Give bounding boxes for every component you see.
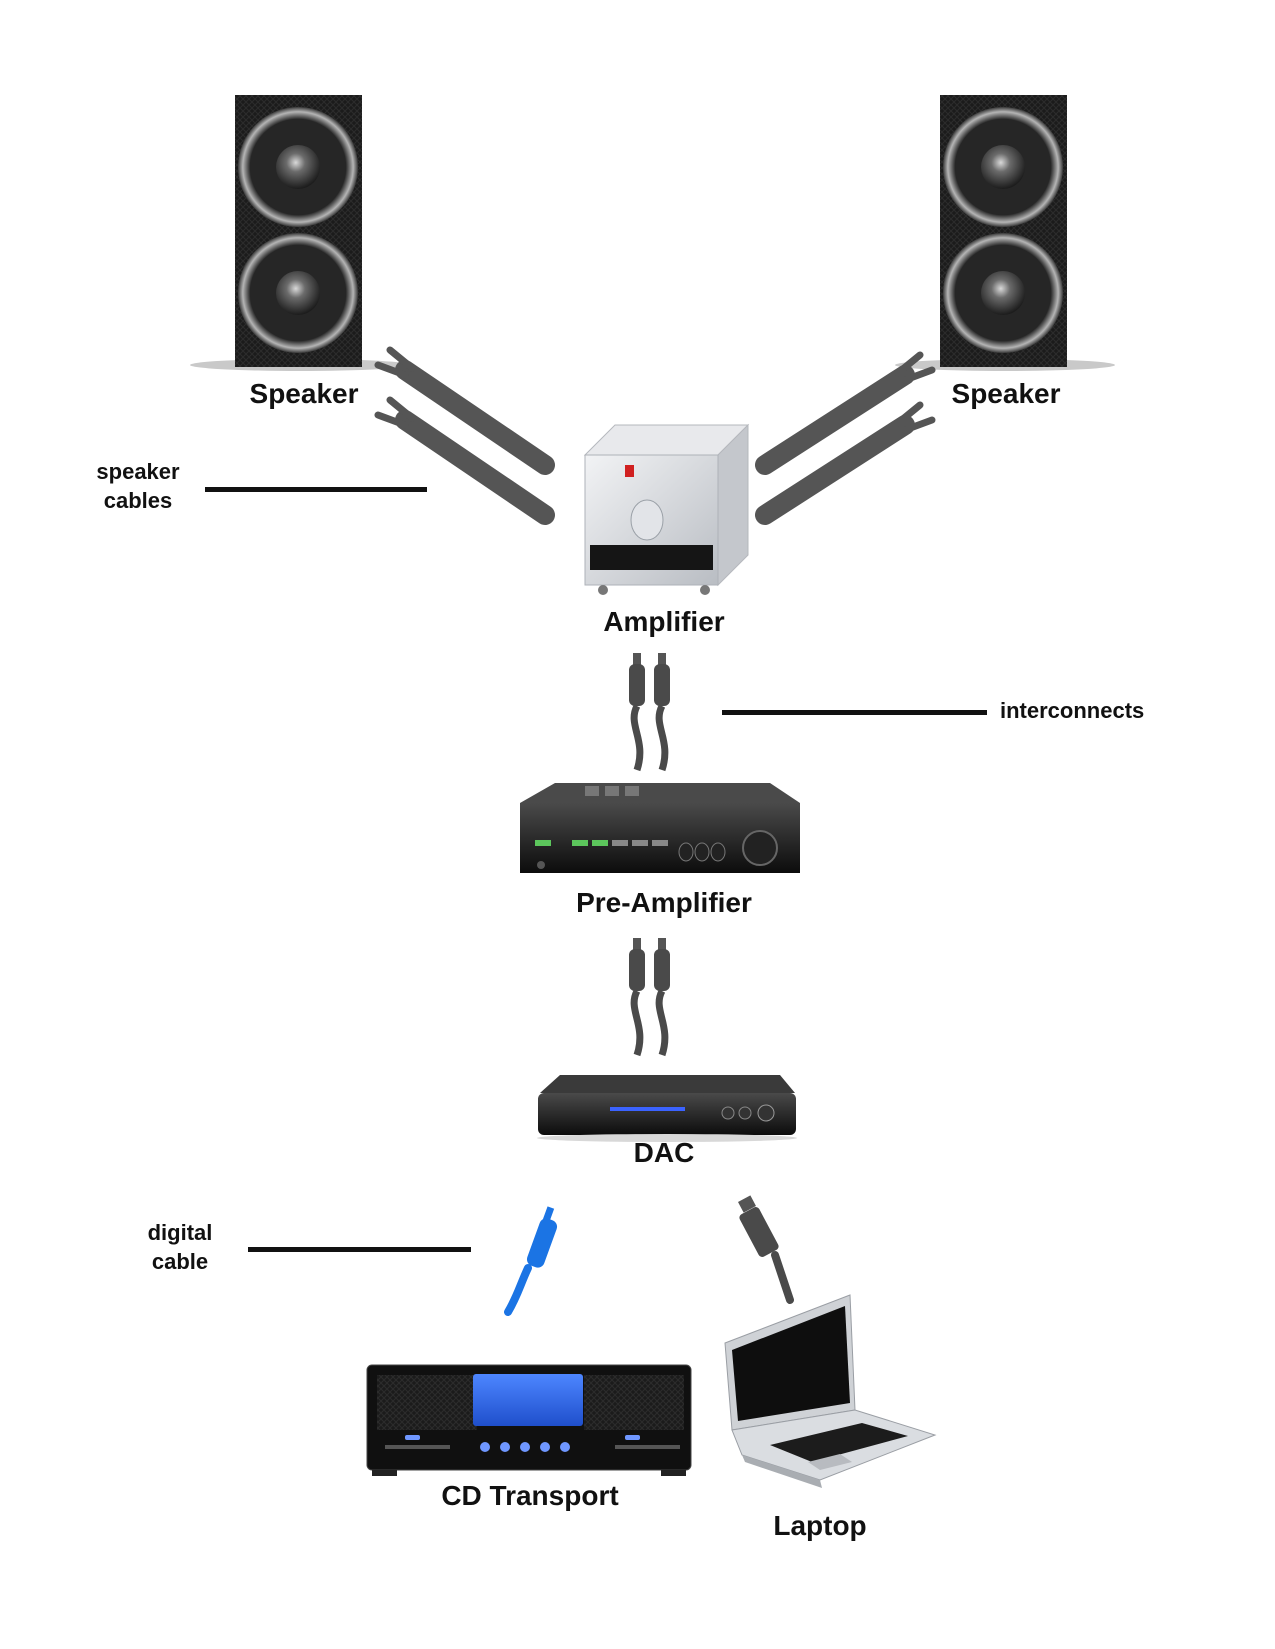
speaker-cables-right-icon <box>755 351 936 525</box>
interconnects-rule <box>722 710 987 715</box>
cd-transport-label: CD Transport <box>441 1480 619 1511</box>
speaker-cables-left-icon <box>374 346 555 525</box>
speaker-cables-callout: speaker cables <box>78 457 198 515</box>
speaker-right-label: Speaker <box>951 378 1061 409</box>
digital-cable-rule <box>248 1247 471 1252</box>
interconnects-callout: interconnects <box>1000 698 1145 723</box>
laptop-label: Laptop <box>773 1510 867 1541</box>
digital-cable-callout-line2: cable <box>151 1249 209 1274</box>
dac-icon <box>537 1075 797 1142</box>
digital-cable-callout-line1: digital <box>147 1220 213 1245</box>
interconnects-upper-icon <box>629 653 670 772</box>
speaker-cables-callout-line2: cables <box>103 488 173 513</box>
pre-amplifier-label: Pre-Amplifier <box>576 887 752 918</box>
speaker-cables-rule <box>205 487 427 492</box>
speaker-left-icon <box>190 95 410 371</box>
laptop-icon <box>724 1294 937 1488</box>
cd-transport-icon <box>366 1364 692 1476</box>
dac-label: DAC <box>633 1137 695 1168</box>
speaker-right-icon <box>895 95 1115 371</box>
speaker-cables-callout-line1: speaker <box>96 459 180 484</box>
pre-amplifier-icon <box>520 783 800 873</box>
usb-cable-icon <box>738 1195 794 1304</box>
amplifier-label: Amplifier <box>603 606 725 637</box>
digital-cable-callout: digital cable <box>125 1218 235 1276</box>
speaker-left-label: Speaker <box>249 378 359 409</box>
digital-cable-icon <box>504 1206 558 1316</box>
amplifier-icon <box>583 423 750 595</box>
interconnects-lower-icon <box>629 938 670 1057</box>
